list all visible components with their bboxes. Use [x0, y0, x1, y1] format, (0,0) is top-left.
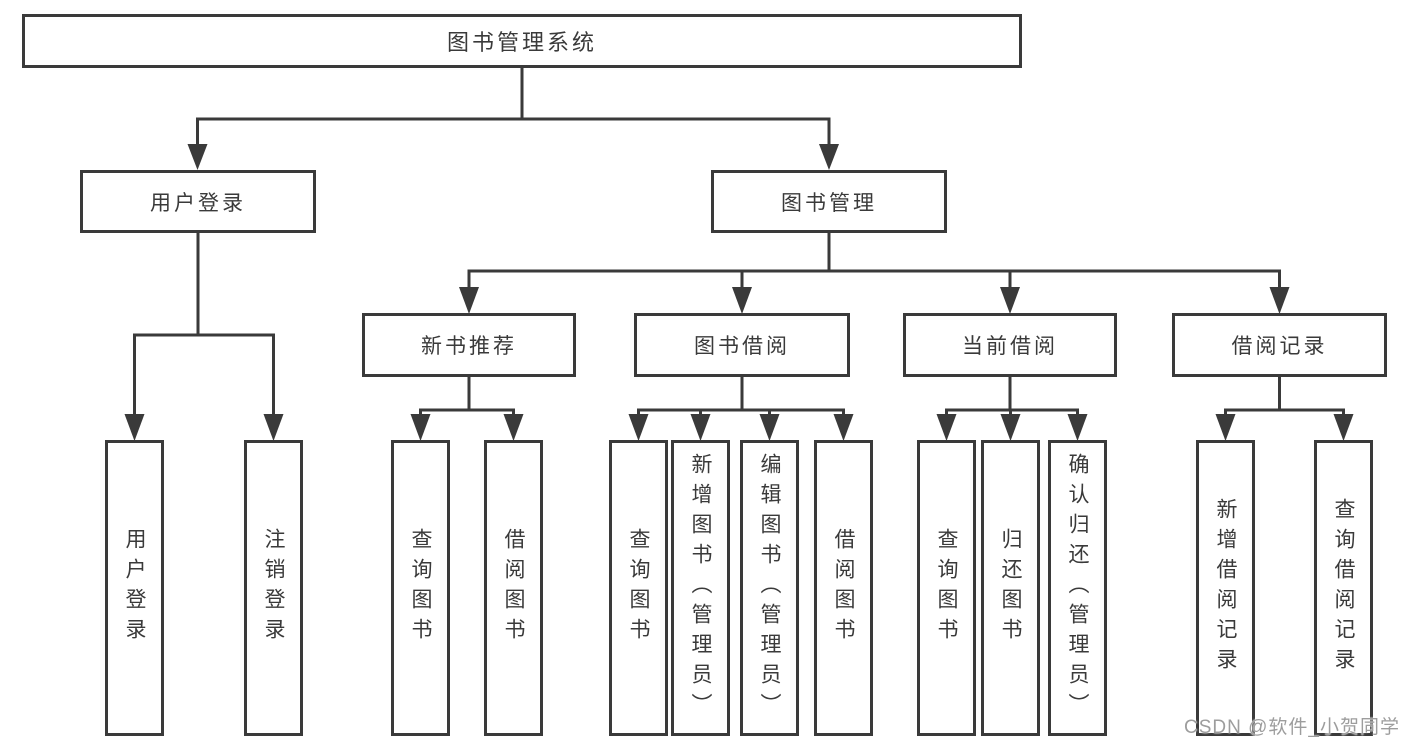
arrow-down-icon: [503, 414, 524, 441]
arrow-down-icon: [819, 144, 839, 170]
csdn-watermark: CSDN @软件_小贺同学: [1184, 717, 1400, 738]
arrow-down-icon: [263, 414, 284, 441]
arrow-down-icon: [690, 414, 711, 441]
node-book-mgmt-label: 图书管理: [781, 191, 877, 215]
node-new-books-label: 新书推荐: [421, 335, 517, 358]
leaf-current-confirm-label: 确认归还（管理员）: [1066, 453, 1090, 723]
leaf-borrowing-query: 查询图书: [609, 440, 668, 736]
arrow-down-icon: [936, 414, 957, 441]
leaf-borrowing-borrow: 借阅图书: [814, 440, 873, 736]
node-root-label: 图书管理系统: [446, 30, 597, 55]
leaf-borrowing-add: 新增图书（管理员）: [671, 440, 730, 736]
leaf-borrowing-query-label: 查询图书: [627, 528, 651, 648]
leaf-newbooks-query: 查询图书: [391, 440, 450, 736]
arrow-down-icon: [759, 414, 780, 441]
leaf-current-query: 查询图书: [917, 440, 976, 736]
connector-new-books-to-children: [410, 377, 524, 441]
node-current: 当前借阅: [903, 313, 1117, 377]
connector-current-to-children: [936, 377, 1088, 441]
arrow-down-icon: [410, 414, 431, 441]
connector-records-to-children: [1215, 377, 1354, 441]
node-borrowing-label: 图书借阅: [694, 335, 790, 358]
leaf-newbooks-borrow-label: 借阅图书: [502, 528, 526, 648]
leaf-borrowing-borrow-label: 借阅图书: [832, 528, 856, 648]
node-root: 图书管理系统: [22, 14, 1022, 68]
node-borrowing: 图书借阅: [634, 313, 850, 377]
node-user-login: 用户登录: [80, 170, 316, 233]
node-records-label: 借阅记录: [1231, 335, 1328, 358]
leaf-newbooks-query-label: 查询图书: [409, 528, 433, 648]
connector-root-to-level2: [187, 68, 839, 170]
arrow-down-icon: [833, 414, 854, 441]
arrow-down-icon: [1067, 414, 1088, 441]
node-records: 借阅记录: [1172, 313, 1387, 377]
leaf-borrowing-edit-label: 编辑图书（管理员）: [758, 453, 782, 723]
leaf-records-add: 新增借阅记录: [1196, 440, 1255, 736]
node-user-login-label: 用户登录: [150, 191, 246, 215]
leaf-records-query-label: 查询借阅记录: [1332, 498, 1356, 678]
leaf-borrowing-edit: 编辑图书（管理员）: [740, 440, 799, 736]
connector-borrowing-to-children: [628, 377, 854, 441]
arrow-down-icon: [1333, 414, 1354, 441]
leaf-newbooks-borrow: 借阅图书: [484, 440, 543, 736]
arrow-down-icon: [187, 144, 208, 170]
leaf-records-query: 查询借阅记录: [1314, 440, 1373, 736]
leaf-logout-label: 注销登录: [262, 528, 286, 648]
leaf-current-query-label: 查询图书: [935, 528, 959, 648]
arrow-down-icon: [1269, 287, 1290, 314]
leaf-current-confirm: 确认归还（管理员）: [1048, 440, 1107, 736]
arrow-down-icon: [1000, 287, 1020, 314]
leaf-current-return-label: 归还图书: [999, 528, 1023, 648]
node-book-mgmt: 图书管理: [711, 170, 947, 233]
leaf-user-login: 用户登录: [105, 440, 164, 736]
connector-book-mgmt-to-level3: [459, 233, 1290, 314]
leaf-logout: 注销登录: [244, 440, 303, 736]
arrow-down-icon: [459, 287, 479, 314]
leaf-borrowing-add-label: 新增图书（管理员）: [689, 453, 713, 723]
node-new-books: 新书推荐: [362, 313, 576, 377]
arrow-down-icon: [628, 414, 649, 441]
arrow-down-icon: [732, 287, 752, 314]
node-current-label: 当前借阅: [962, 335, 1058, 358]
arrow-down-icon: [1215, 414, 1236, 441]
leaf-records-add-label: 新增借阅记录: [1214, 498, 1238, 678]
connector-user-login-to-children: [124, 233, 284, 441]
leaf-user-login-label: 用户登录: [123, 528, 147, 648]
leaf-current-return: 归还图书: [981, 440, 1040, 736]
arrow-down-icon: [124, 414, 145, 441]
arrow-down-icon: [1000, 414, 1021, 441]
